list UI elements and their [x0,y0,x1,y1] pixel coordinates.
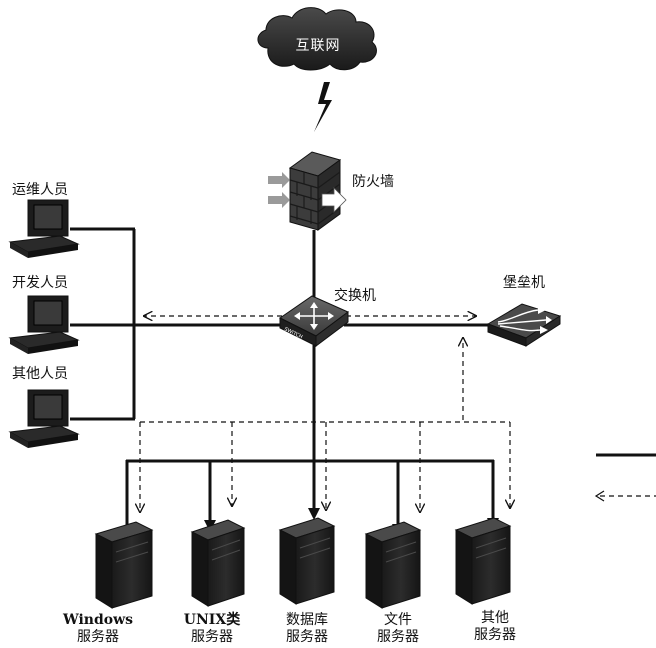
bastion-icon [486,303,562,347]
server-database [278,517,336,605]
user-computer-2 [8,295,80,354]
firewall-icon [268,151,347,231]
server-label-windows: Windows 服务器 [62,612,134,645]
server-label-unix: UNIX类 服务器 [183,612,241,645]
server-label-other: 其他 服务器 [474,610,516,643]
server-unix [190,519,246,607]
dashed-lines [140,316,510,512]
firewall-label: 防火墙 [352,174,394,190]
internet-cloud [257,7,377,71]
user-computer-1 [8,199,80,258]
switch-icon: SWITCH [279,295,349,347]
server-file [364,521,422,609]
user-computer-3 [8,389,80,448]
server-label-database: 数据库 服务器 [286,612,328,645]
lightning-icon [314,82,332,132]
server-other [454,517,512,605]
server-label-file: 文件 服务器 [377,612,419,645]
switch-label: 交换机 [334,288,376,304]
user-label-ops: 运维人员 [12,182,68,198]
internet-label: 互联网 [295,38,341,54]
user-label-dev: 开发人员 [12,275,68,291]
connection-lines [70,227,495,532]
bastion-label: 堡垒机 [503,275,545,291]
legend-fragment [594,453,656,502]
user-label-other: 其他人员 [12,366,68,382]
server-windows [94,521,154,609]
